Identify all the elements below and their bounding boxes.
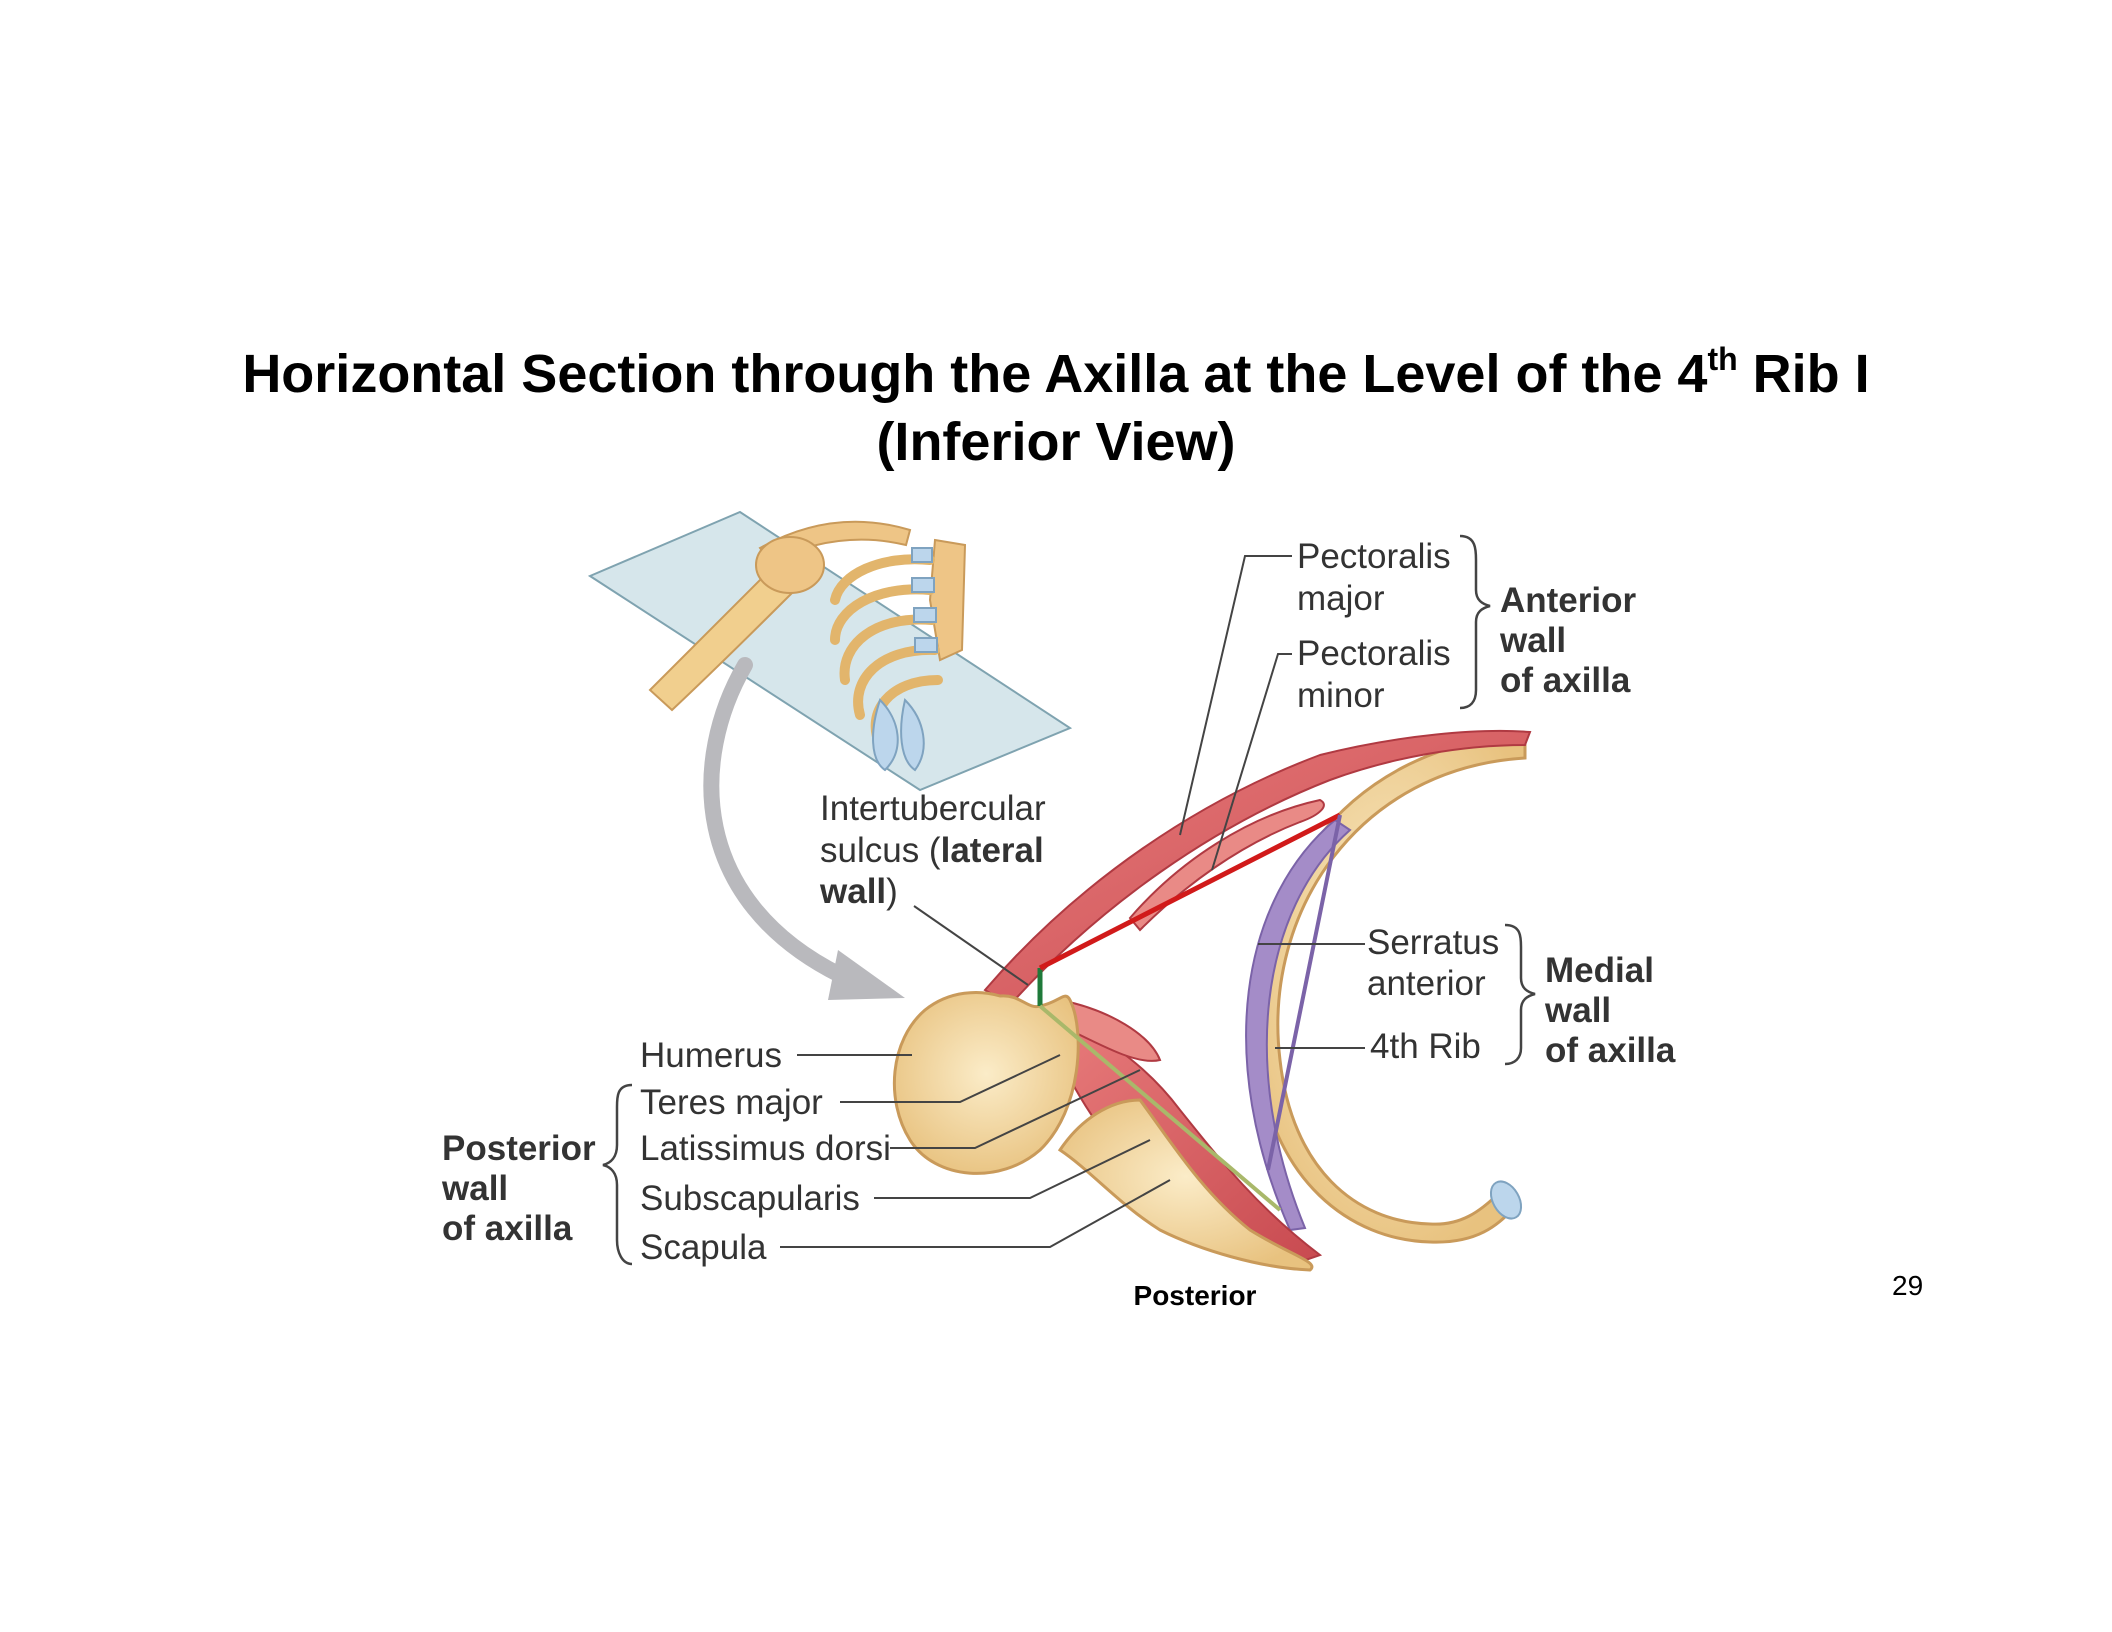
humerus-shape [892,991,1080,1175]
label-posterior-wall: Posterior wall of axilla [441,1129,605,1248]
teres-latissimus-shape [1058,998,1162,1062]
posterior-wall-line [1038,1004,1282,1212]
page-number: 29 [1892,1270,1924,1301]
posterior-caption: Posterior [1133,1280,1257,1311]
inset-shoulder [755,536,825,594]
section-plane [587,510,1073,792]
inset-cartilage [872,547,938,772]
scapula-shape [1057,1098,1314,1272]
label-latissimus-dorsi: Latissimus dorsi [640,1129,891,1168]
anterior-brace [1459,534,1491,710]
pectoralis-minor-shape [1128,798,1325,932]
medial-wall-line [1266,814,1342,1171]
slide-title: Horizontal Section through the Axilla at… [0,340,2112,476]
label-pectoralis-major: Pectoralis major [1297,537,1460,618]
anterior-wall-line [1038,812,1342,971]
label-medial-wall: Medial wall of axilla [1544,951,1676,1070]
label-anterior-wall: Anterior wall of axilla [1499,581,1646,700]
label-scapula: Scapula [640,1228,767,1267]
pectoralis-major-shape [983,729,1532,1007]
label-pectoralis-minor: Pectoralis minor [1297,634,1460,715]
label-fourth-rib: 4th Rib [1370,1027,1481,1066]
posterior-brace [602,1083,633,1266]
medial-brace [1504,923,1536,1066]
rib-cartilage-end [1489,1180,1523,1220]
label-subscapularis: Subscapularis [640,1179,860,1218]
label-teres-major: Teres major [640,1083,823,1122]
inset-thorax-illustration [587,510,1073,792]
braces [602,534,1536,1266]
label-serratus-anterior: Serratus anterior [1367,923,1509,1003]
label-humerus: Humerus [640,1036,782,1075]
serratus-anterior-shape [1245,818,1352,1232]
title-line-2: (Inferior View) [876,412,1236,472]
label-intertubercular-sulcus: Intertubercular sulcus (lateral wall) [819,789,1055,911]
orientation-arrow [703,657,905,1000]
leader-lines [780,555,1365,1248]
title-line-1: Horizontal Section through the Axilla at… [242,341,1870,404]
